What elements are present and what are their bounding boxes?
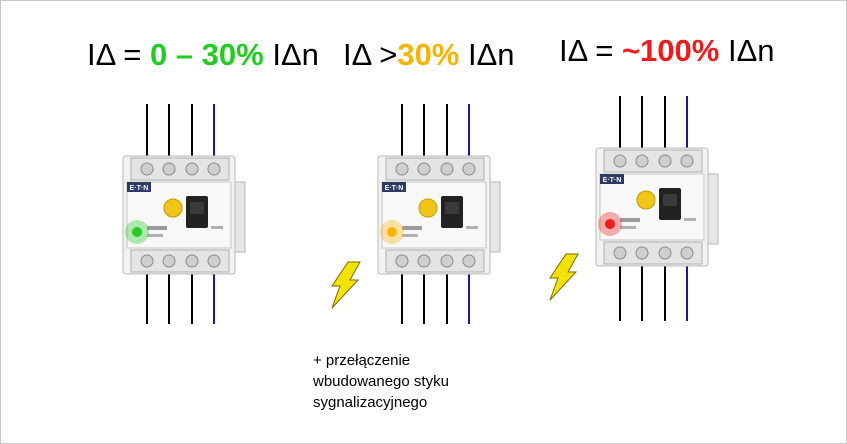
rating-print bbox=[620, 226, 636, 229]
terminal-screw bbox=[140, 254, 154, 268]
terminal-screw bbox=[440, 254, 454, 268]
terminal-screw bbox=[613, 154, 627, 168]
header-value: 30% bbox=[397, 37, 460, 72]
terminal-screw bbox=[417, 254, 431, 268]
terminal-screw bbox=[140, 162, 154, 176]
brand-badge bbox=[127, 182, 151, 192]
rcd-device-trip: E·T·N bbox=[549, 96, 719, 321]
rating-print bbox=[211, 226, 223, 229]
rcd-device-normal: E·T·N bbox=[122, 104, 246, 324]
rating-print bbox=[684, 218, 696, 221]
terminal-screw bbox=[185, 254, 199, 268]
terminal-screw bbox=[162, 254, 176, 268]
terminal-screw bbox=[613, 246, 627, 260]
note-line: + przełączenie bbox=[313, 352, 411, 369]
test-button bbox=[636, 190, 656, 210]
brand-badge bbox=[382, 182, 406, 192]
toggle-lever-grip bbox=[445, 202, 459, 214]
note-line: wbudowanego styku bbox=[313, 373, 449, 390]
terminal-block-top bbox=[385, 157, 485, 181]
contact-switch-note: + przełączenie wbudowanego styku sygnali… bbox=[313, 350, 449, 413]
rcd-device-warning: E·T·N bbox=[331, 104, 501, 324]
lightning-icon bbox=[549, 253, 579, 301]
toggle-lever-grip bbox=[663, 194, 677, 206]
header-value: 0 – 30% bbox=[149, 37, 264, 72]
rating-print bbox=[620, 218, 640, 222]
rating-print bbox=[466, 226, 478, 229]
terminal-screw bbox=[658, 246, 672, 260]
terminal-screw bbox=[162, 162, 176, 176]
terminal-screw bbox=[462, 254, 476, 268]
terminal-screw bbox=[207, 254, 221, 268]
terminal-screw bbox=[680, 246, 694, 260]
header-prefix: IΔ = bbox=[559, 33, 622, 68]
terminal-screw bbox=[658, 154, 672, 168]
brand-logo: E·T·N bbox=[130, 185, 149, 192]
header-suffix: IΔn bbox=[719, 33, 775, 68]
terminal-screw bbox=[440, 162, 454, 176]
terminal-block-top bbox=[130, 157, 230, 181]
brand-logo: E·T·N bbox=[385, 185, 404, 192]
toggle-lever-grip bbox=[190, 202, 204, 214]
terminal-screw bbox=[207, 162, 221, 176]
terminal-screw bbox=[635, 246, 649, 260]
note-line: sygnalizacyjnego bbox=[313, 394, 428, 411]
header-rcd-normal: IΔ = 0 – 30% IΔn bbox=[87, 37, 319, 73]
brand-logo: E·T·N bbox=[603, 177, 622, 184]
rating-print bbox=[402, 226, 422, 230]
terminal-screw bbox=[417, 162, 431, 176]
terminal-screw bbox=[395, 254, 409, 268]
terminal-block-bottom bbox=[385, 249, 485, 273]
terminal-screw bbox=[462, 162, 476, 176]
header-rcd-warning: IΔ >30% IΔn bbox=[343, 37, 515, 73]
rating-print bbox=[147, 226, 167, 230]
header-prefix: IΔ = bbox=[87, 37, 150, 72]
terminal-block-bottom bbox=[603, 241, 703, 265]
status-indicator-led bbox=[605, 219, 615, 229]
header-suffix: IΔn bbox=[263, 37, 319, 72]
rating-print bbox=[147, 234, 163, 237]
terminal-block-bottom bbox=[130, 249, 230, 273]
terminal-screw bbox=[395, 162, 409, 176]
test-button bbox=[163, 198, 183, 218]
terminal-block-top bbox=[603, 149, 703, 173]
rating-print bbox=[402, 234, 418, 237]
header-rcd-trip: IΔ = ~100% IΔn bbox=[559, 33, 775, 69]
brand-badge bbox=[600, 174, 624, 184]
status-indicator-led bbox=[387, 227, 397, 237]
lightning-icon bbox=[331, 261, 361, 309]
header-prefix: IΔ > bbox=[343, 37, 398, 72]
terminal-screw bbox=[185, 162, 199, 176]
terminal-screw bbox=[680, 154, 694, 168]
header-value: ~100% bbox=[621, 33, 720, 68]
terminal-screw bbox=[635, 154, 649, 168]
header-suffix: IΔn bbox=[459, 37, 515, 72]
test-button bbox=[418, 198, 438, 218]
status-indicator-led bbox=[132, 227, 142, 237]
